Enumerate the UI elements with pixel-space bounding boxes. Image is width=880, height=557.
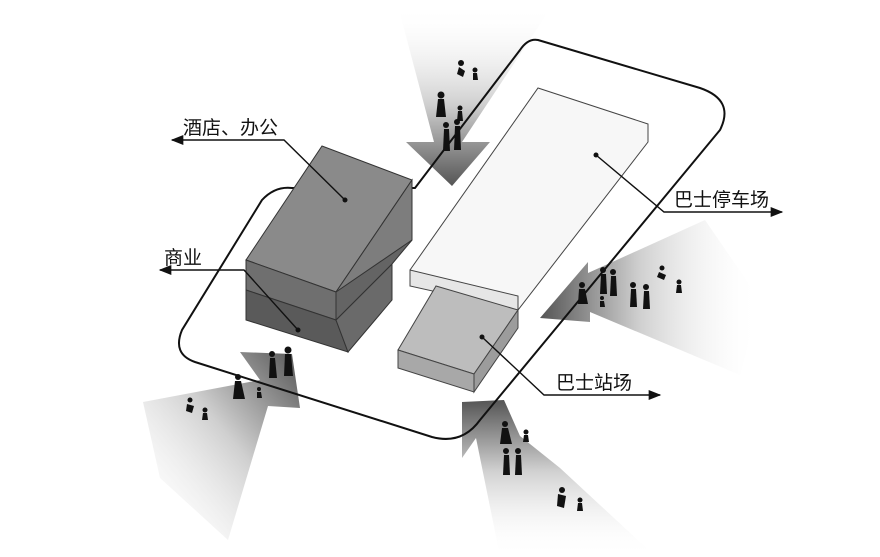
site-boundary xyxy=(178,38,726,440)
label-bus-station: 巴士站场 xyxy=(556,372,632,394)
leader-line-bus-station xyxy=(481,336,662,401)
access-flow-north xyxy=(398,6,552,186)
pedestrian-figures xyxy=(186,60,682,511)
people-north xyxy=(436,60,478,151)
people-east xyxy=(578,265,682,309)
commerce-building xyxy=(245,239,413,353)
access-flow-southwest xyxy=(143,352,300,540)
leader-line-bus-parking xyxy=(595,154,784,218)
access-flow-south xyxy=(462,400,655,556)
commerce-top-ledge xyxy=(335,239,413,322)
label-hotel-office: 酒店、办公 xyxy=(183,117,278,139)
leader-lines xyxy=(158,134,784,401)
access-flow-east xyxy=(540,220,760,375)
label-commerce: 商业 xyxy=(164,247,202,269)
people-southwest xyxy=(186,346,293,420)
leader-line-hotel-office xyxy=(170,134,346,201)
labels: 酒店、办公 商业 巴士停车场 巴士站场 xyxy=(164,117,769,394)
leader-line-commerce xyxy=(158,264,299,331)
label-bus-parking: 巴士停车场 xyxy=(674,189,769,211)
people-south xyxy=(500,421,583,511)
